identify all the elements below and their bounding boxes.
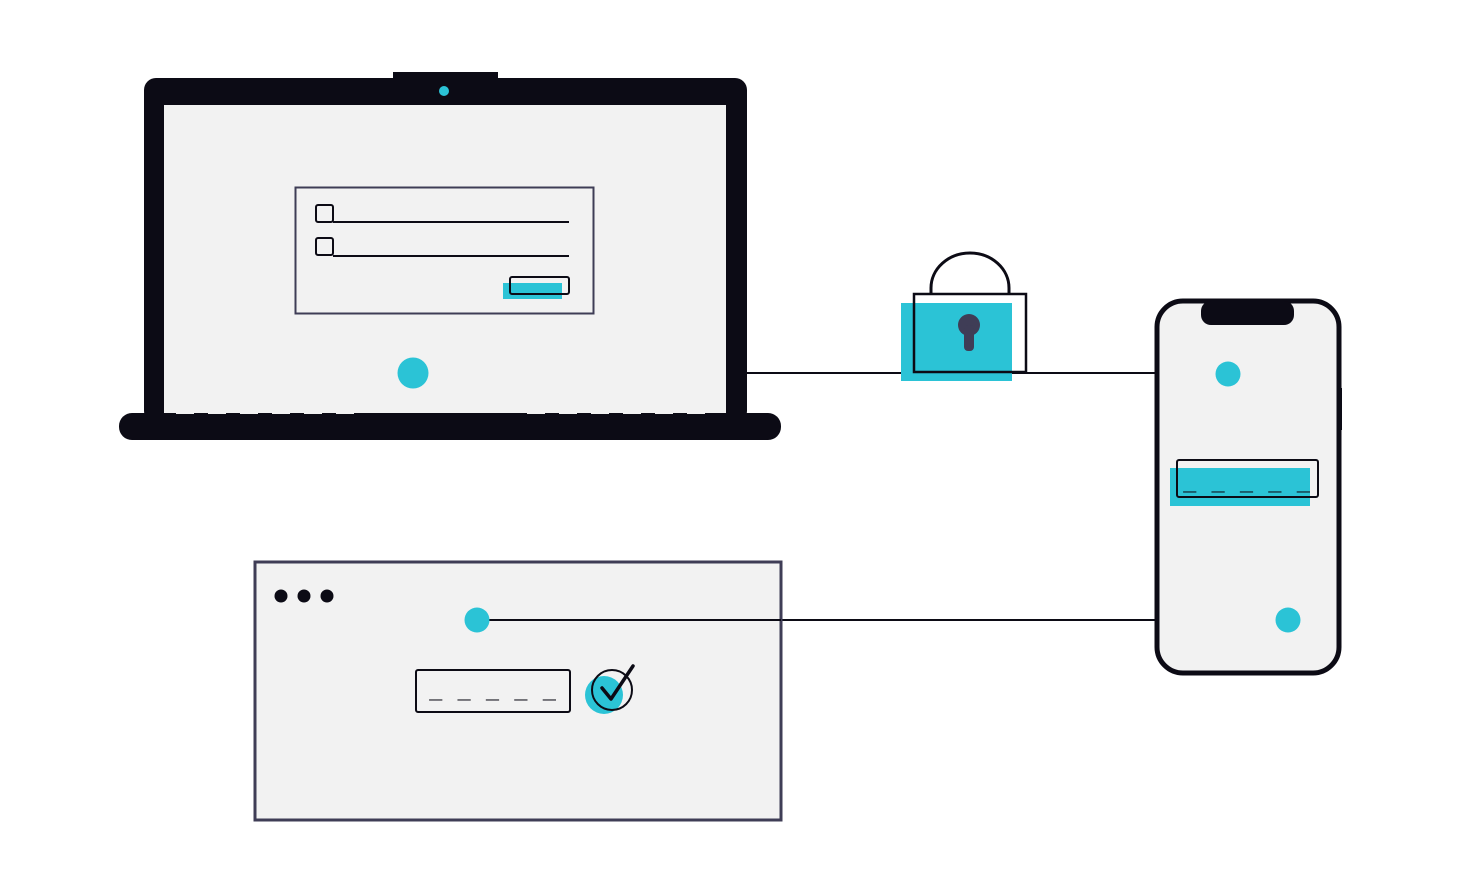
checkbox-icon[interactable] [315,204,334,223]
checkmark-circle-fill [585,676,623,714]
phone-code-mask: _ _ _ _ _ [1182,472,1311,497]
padlock-icon [901,251,1028,381]
browser-connection-node [464,607,490,633]
window-dot-icon[interactable] [297,589,311,603]
browser-window: _ _ _ _ _ [253,560,783,822]
phone-code-field-outline [1176,459,1319,498]
login-form[interactable] [294,186,595,315]
checkbox-icon[interactable] [315,237,334,256]
checkmark-circle-outline [591,669,633,711]
phone: _ _ _ _ _ [1154,298,1342,676]
webcam-icon [439,86,449,96]
phone-connection-node-bottom [1275,607,1301,633]
phone-connection-node-top [1215,361,1241,387]
checkmark-icon [585,664,635,714]
keyhole-slot [964,325,974,351]
notch-icon [1201,301,1294,325]
phone-code-field[interactable]: _ _ _ _ _ [1170,459,1319,506]
laptop-keys [176,410,705,414]
browser-code-field[interactable]: _ _ _ _ _ [415,669,571,713]
window-dot-icon[interactable] [274,589,288,603]
browser-code-mask: _ _ _ _ _ [428,680,557,705]
checkmark-tick [600,664,635,701]
laptop-base [119,413,781,440]
laptop-connection-node [397,357,429,389]
padlock-shackle [929,251,1011,294]
laptop-camera-bar [393,72,498,84]
padlock-body-fill [901,303,1012,381]
padlock-body-outline [912,292,1028,374]
browser-code-field-outline [415,669,571,713]
login-button[interactable] [509,276,570,295]
laptop [119,72,781,440]
login-button-fill [503,283,562,299]
window-dot-icon[interactable] [320,589,334,603]
phone-code-field-fill [1170,468,1310,506]
